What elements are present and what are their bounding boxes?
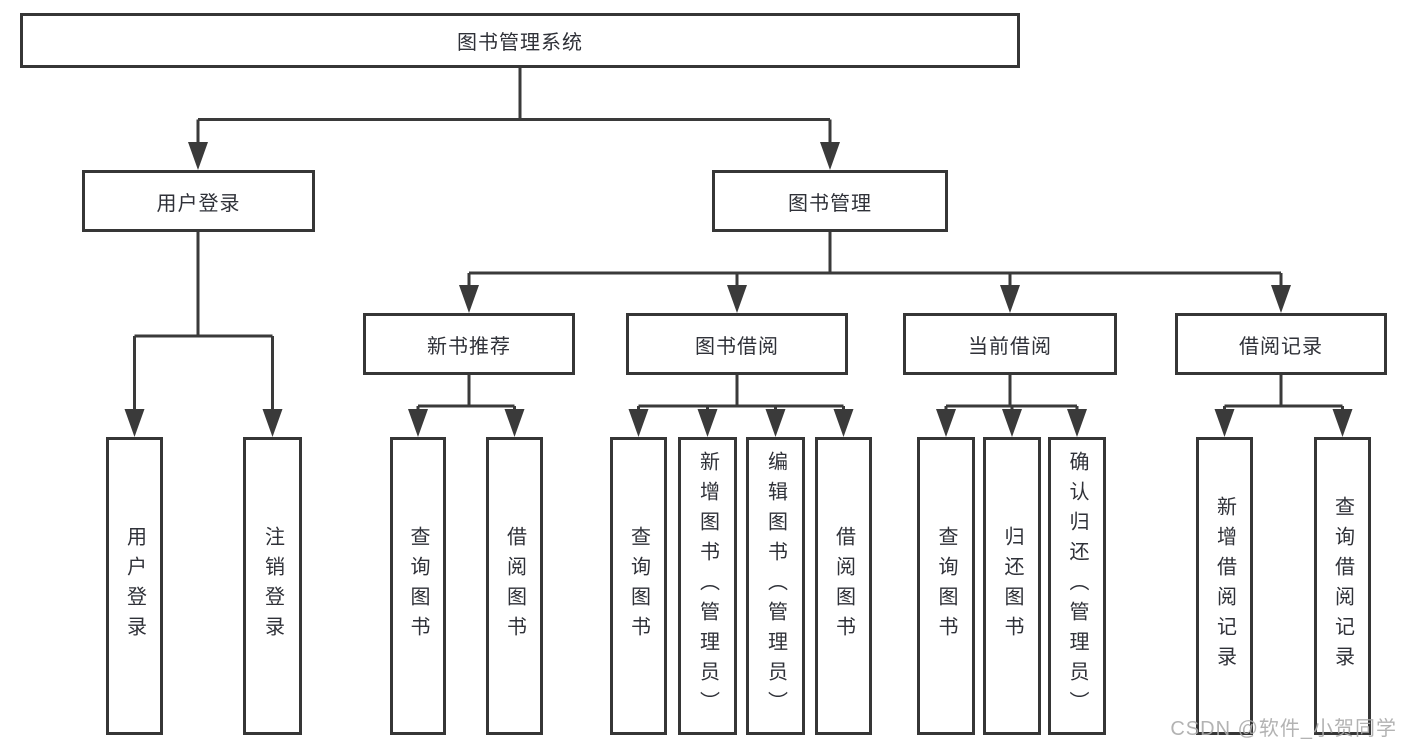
node-leaf-query-borrow-record: 查询借阅记录	[1314, 437, 1371, 735]
node-current-borrowing: 当前借阅	[903, 313, 1117, 375]
connector-user-login-to-leaves	[124, 232, 283, 437]
node-leaf-return-books: 归还图书	[983, 437, 1041, 735]
connector-line	[944, 375, 1079, 412]
arrowhead-down-icon	[1067, 409, 1087, 437]
arrowhead-down-icon	[408, 409, 428, 437]
arrowhead-down-icon	[1332, 409, 1353, 437]
node-leaf-query-books-current: 查询图书	[917, 437, 975, 735]
connector-line	[196, 68, 832, 150]
connector-root-to-level2	[188, 68, 840, 170]
arrowhead-down-icon	[697, 409, 718, 437]
arrowhead-down-icon	[820, 142, 840, 170]
arrowhead-down-icon	[459, 285, 479, 313]
node-leaf-confirm-return-admin: 确认归还（管理员）	[1048, 437, 1106, 735]
arrowhead-down-icon	[833, 409, 854, 437]
node-book-borrowing: 图书借阅	[626, 313, 848, 375]
connector-line	[467, 232, 1283, 290]
connector-book-management-to-level3	[459, 232, 1291, 313]
arrowhead-down-icon	[504, 409, 525, 437]
node-borrowing-records: 借阅记录	[1175, 313, 1387, 375]
arrowhead-down-icon	[1214, 409, 1235, 437]
connector-borrowing-records-to-leaves	[1214, 375, 1353, 437]
connector-line	[416, 375, 516, 412]
arrowhead-down-icon	[936, 409, 956, 437]
connector-current-borrowing-to-leaves	[936, 375, 1087, 437]
arrowhead-down-icon	[727, 285, 747, 313]
arrowhead-down-icon	[262, 409, 283, 437]
connector-line	[133, 232, 274, 412]
node-leaf-edit-books-admin: 编辑图书（管理员）	[746, 437, 805, 735]
node-leaf-logout: 注销登录	[243, 437, 302, 735]
connector-line	[1223, 375, 1344, 412]
arrowhead-down-icon	[1002, 409, 1022, 437]
watermark-text: CSDN @软件_小贺同学	[1170, 718, 1397, 740]
node-leaf-add-borrow-record: 新增借阅记录	[1196, 437, 1253, 735]
node-user-login: 用户登录	[82, 170, 315, 232]
node-leaf-borrow-books-borrowing: 借阅图书	[815, 437, 872, 735]
arrowhead-down-icon	[1000, 285, 1020, 313]
arrowhead-down-icon	[1271, 285, 1291, 313]
node-book-management: 图书管理	[712, 170, 948, 232]
connector-line	[637, 375, 845, 412]
arrowhead-down-icon	[188, 142, 208, 170]
node-leaf-borrow-books-recommend: 借阅图书	[486, 437, 543, 735]
connector-book-borrowing-to-leaves	[628, 375, 854, 437]
node-new-book-recommend: 新书推荐	[363, 313, 575, 375]
node-leaf-query-books-recommend: 查询图书	[390, 437, 446, 735]
arrowhead-down-icon	[628, 409, 649, 437]
node-leaf-user-login: 用户登录	[106, 437, 163, 735]
arrowhead-down-icon	[124, 409, 145, 437]
arrowhead-down-icon	[765, 409, 786, 437]
node-leaf-query-books-borrowing: 查询图书	[610, 437, 667, 735]
node-leaf-add-books-admin: 新增图书（管理员）	[678, 437, 737, 735]
node-root-library-management-system: 图书管理系统	[20, 13, 1020, 68]
connector-new-book-recommend-to-leaves	[408, 375, 525, 437]
